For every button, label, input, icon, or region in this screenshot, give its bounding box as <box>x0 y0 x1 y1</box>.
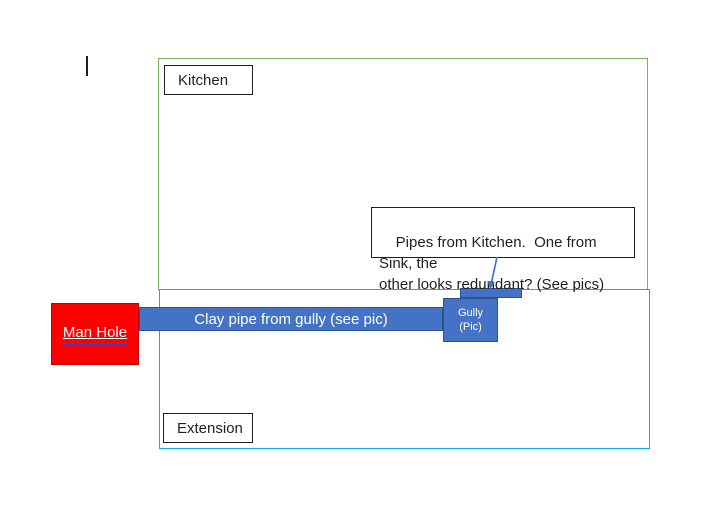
kitchen-label-box[interactable]: Kitchen <box>164 65 253 95</box>
gully-label: Gully (Pic) <box>457 307 484 333</box>
annotation-box[interactable]: Pipes from Kitchen. One from Sink, the o… <box>371 207 635 293</box>
text-caret <box>86 56 88 76</box>
annotation-text: Pipes from Kitchen. One from Sink, the o… <box>379 234 605 293</box>
annotation-arrow-icon[interactable] <box>480 253 506 293</box>
man-hole-shape[interactable]: Man Hole <box>51 303 139 365</box>
kitchen-pipes-stub-shape[interactable] <box>460 288 522 298</box>
gully-shape[interactable]: Gully (Pic) <box>443 298 498 342</box>
extension-area-outline[interactable] <box>159 289 650 449</box>
extension-label: Extension <box>177 419 243 437</box>
clay-pipe-label: Clay pipe from gully (see pic) <box>194 310 388 328</box>
man-hole-label: Man Hole <box>62 324 128 345</box>
kitchen-label: Kitchen <box>178 71 229 89</box>
extension-label-box[interactable]: Extension <box>163 413 253 443</box>
clay-pipe-shape[interactable]: Clay pipe from gully (see pic) <box>139 307 443 331</box>
